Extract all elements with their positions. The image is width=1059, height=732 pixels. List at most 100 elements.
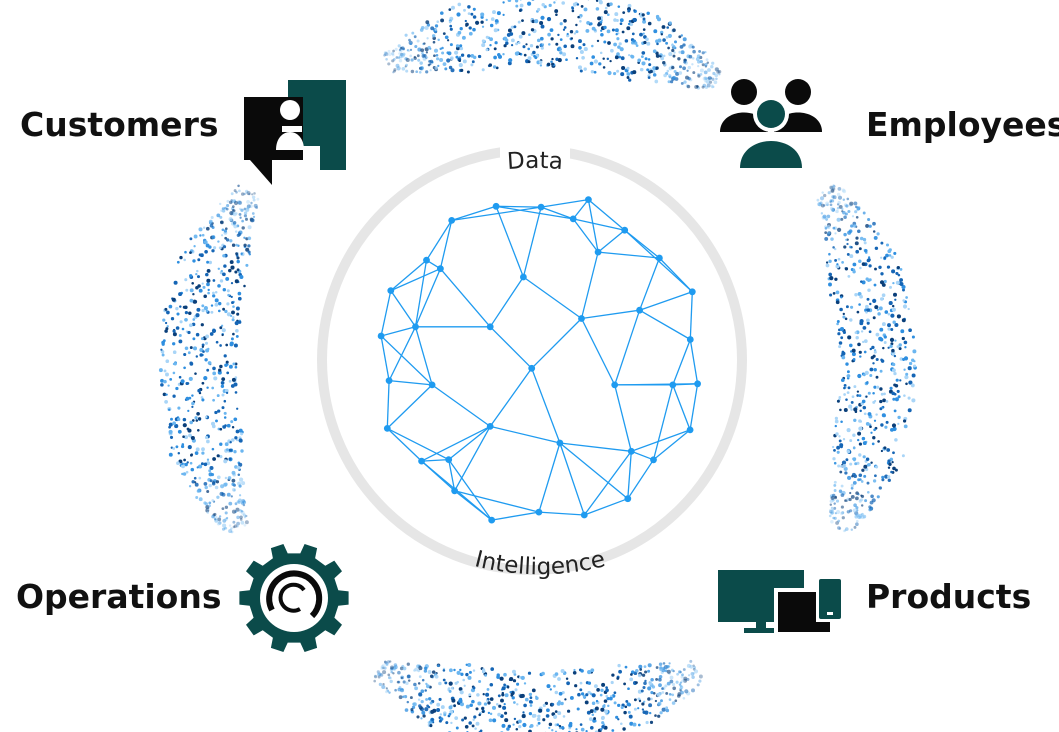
- ring-dot: [892, 466, 896, 471]
- ring-dot: [182, 435, 185, 439]
- ring-dot: [426, 23, 431, 27]
- ring-dot: [691, 56, 695, 60]
- network-edge: [414, 268, 441, 328]
- ring-dot: [834, 419, 839, 424]
- ring-dot: [891, 269, 896, 274]
- ring-dot: [225, 516, 229, 520]
- ring-dot: [852, 433, 856, 437]
- ring-dot: [858, 259, 862, 264]
- ring-dot: [404, 33, 408, 37]
- ring-dot: [891, 423, 897, 428]
- ring-dot: [395, 63, 400, 68]
- ring-dot: [222, 254, 226, 258]
- ring-dot: [518, 9, 522, 12]
- ring-dot: [518, 724, 522, 729]
- network-node: [383, 425, 391, 432]
- ring-dot: [421, 678, 425, 682]
- ring-dot: [443, 713, 447, 717]
- ring-dot: [632, 17, 637, 23]
- ring-dot: [840, 336, 844, 340]
- ring-dot: [503, 703, 506, 706]
- ring-dot: [672, 75, 676, 80]
- ring-dot: [206, 368, 210, 372]
- ring-dot: [467, 675, 472, 680]
- ring-dot: [824, 236, 829, 241]
- ring-dot: [468, 31, 473, 36]
- ring-dot: [834, 424, 837, 428]
- ring-dot: [697, 74, 701, 78]
- ring-dot: [908, 380, 913, 385]
- ring-dot: [686, 677, 690, 681]
- ring-dot: [419, 66, 424, 71]
- ring-dot: [662, 38, 666, 42]
- ring-dot: [862, 514, 867, 519]
- ring-dot: [238, 320, 242, 324]
- ring-dot: [644, 57, 648, 61]
- ring-dot: [232, 212, 237, 217]
- ring-dot: [246, 199, 251, 204]
- ring-dot: [472, 15, 477, 19]
- ring-dot: [617, 663, 621, 668]
- ring-dot: [892, 362, 896, 367]
- ring-dot: [222, 272, 226, 277]
- ring-dot: [715, 77, 718, 81]
- ring-dot: [553, 684, 556, 688]
- network-edge: [386, 380, 390, 429]
- ring-dot: [566, 32, 569, 36]
- ring-dot: [846, 197, 850, 201]
- ring-dot: [880, 297, 884, 301]
- ring-dot: [168, 429, 173, 434]
- ring-dot: [209, 465, 214, 471]
- ring-dot: [220, 269, 223, 273]
- ring-dot: [625, 699, 629, 703]
- ring-dot: [847, 209, 851, 214]
- ring-dot: [247, 225, 252, 230]
- ring-dot: [385, 687, 388, 690]
- network-edge: [627, 459, 655, 500]
- ring-dot: [682, 668, 686, 671]
- ring-dot: [230, 530, 234, 534]
- ring-dot: [465, 663, 468, 666]
- ring-dot: [622, 727, 626, 731]
- ring-dot: [203, 462, 208, 467]
- ring-dot: [185, 396, 190, 401]
- ring-dot: [855, 506, 859, 510]
- ring-dot: [887, 312, 891, 316]
- ring-dot: [837, 257, 841, 261]
- ring-dot: [862, 340, 865, 344]
- ring-dot: [530, 28, 535, 32]
- ring-dot: [459, 690, 464, 695]
- ring-dot: [489, 23, 494, 28]
- ring-dot: [232, 362, 236, 366]
- ring-dot: [703, 76, 708, 81]
- ring-dot: [819, 196, 825, 201]
- ring-dot: [894, 298, 897, 301]
- ring-dot: [465, 22, 469, 27]
- network-edge: [538, 442, 561, 513]
- ring-label-intelligence: Intelligence: [472, 546, 607, 580]
- ring-dot: [513, 673, 517, 676]
- ring-dot: [875, 375, 879, 379]
- ring-dot: [616, 676, 620, 680]
- ring-dot: [701, 63, 705, 67]
- ring-dot: [817, 202, 822, 207]
- ring-dot: [228, 364, 233, 369]
- ring-dot: [648, 703, 653, 708]
- ring-dot: [862, 441, 867, 446]
- ring-dot: [879, 327, 884, 332]
- ring-dot: [378, 682, 383, 687]
- ring-dot: [850, 486, 854, 490]
- ring-dot: [593, 684, 598, 689]
- ring-dot: [444, 35, 449, 40]
- ring-dot: [693, 669, 699, 674]
- ring-dot: [644, 679, 647, 683]
- ring-dot: [378, 672, 382, 676]
- ring-dot: [441, 51, 445, 55]
- ring-dot: [233, 524, 238, 528]
- ring-dot: [839, 445, 843, 449]
- ring-dot: [451, 698, 456, 703]
- ring-dot: [887, 323, 891, 328]
- ring-dot: [513, 717, 517, 721]
- ring-dot: [230, 337, 234, 341]
- ring-dot: [226, 423, 231, 428]
